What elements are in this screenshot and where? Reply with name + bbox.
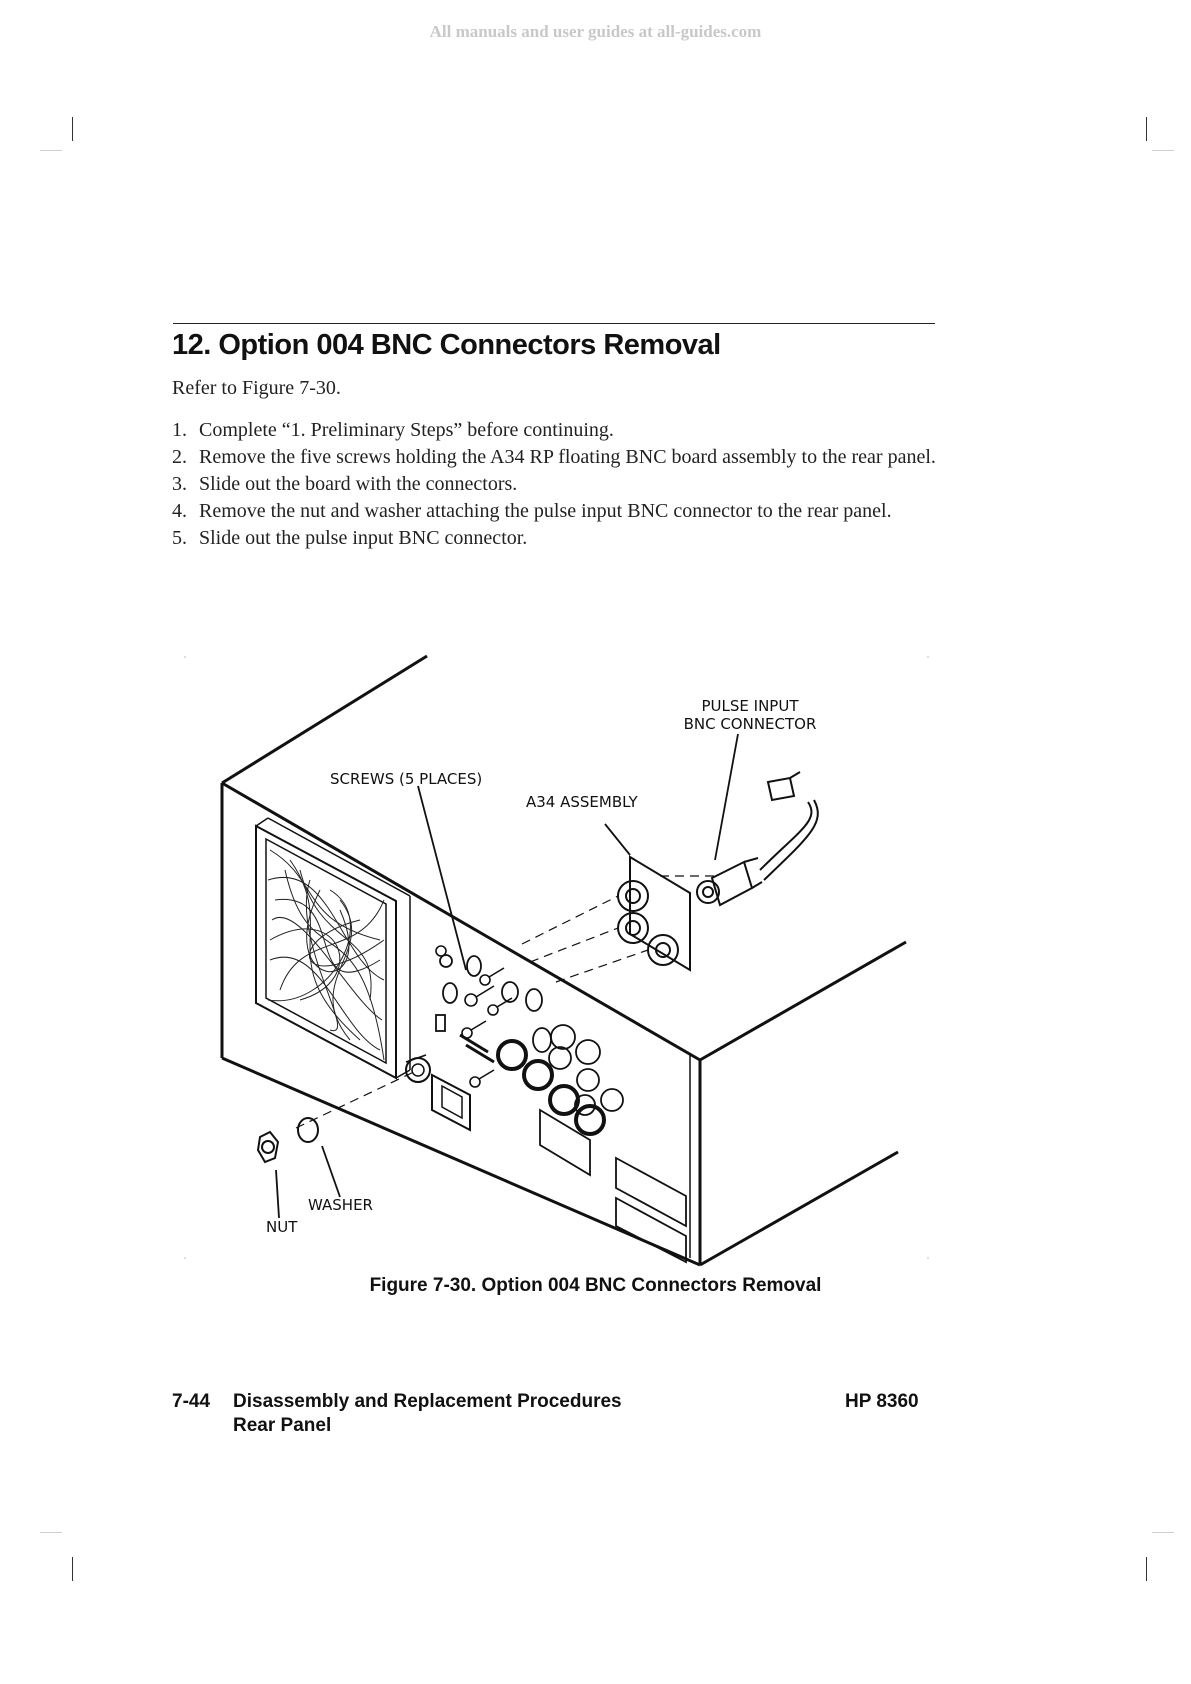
alignment-lines [295, 875, 715, 1129]
watermark: All manuals and user guides at all-guide… [429, 22, 762, 41]
crop-mark [1146, 1557, 1147, 1581]
crop-mark [1152, 150, 1174, 151]
crop-mark [1146, 117, 1147, 141]
footer-subsection: Rear Panel [233, 1415, 332, 1436]
crop-mark [72, 1557, 73, 1581]
figure-caption: Figure 7-30. Option 004 BNC Connectors R… [369, 1275, 822, 1296]
panel-connectors [435, 954, 687, 1264]
step-item: 1.Complete “1. Preliminary Steps” before… [172, 419, 614, 441]
step-list: 1.Complete “1. Preliminary Steps” before… [172, 417, 937, 552]
fan-grille [255, 817, 411, 1080]
callout-a34-assembly: A34 ASSEMBLY [526, 793, 638, 811]
footer-chapter-title: Disassembly and Replacement Procedures [233, 1391, 622, 1412]
pulse-input-bnc-connector [696, 771, 819, 907]
callout-washer: WASHER [308, 1196, 373, 1214]
footer-chapter: Disassembly and Replacement Procedures R… [233, 1391, 622, 1437]
callout-nut: NUT [266, 1218, 298, 1236]
nut-and-washer [256, 1117, 319, 1164]
footer-page-number: 7-44 [172, 1391, 211, 1412]
screws [435, 945, 513, 1088]
step-item: 5.Slide out the pulse input BNC connecto… [172, 527, 528, 549]
intro-text: Refer to Figure 7-30. [172, 377, 341, 399]
crop-mark [72, 117, 73, 141]
crop-mark [40, 150, 62, 151]
section-rule [173, 323, 935, 324]
footer-model: HP 8360 [845, 1391, 919, 1412]
step-item: 3.Slide out the board with the connector… [172, 473, 518, 495]
callout-pulse-input: PULSE INPUT BNC CONNECTOR [683, 697, 817, 733]
section-title: 12. Option 004 BNC Connectors Removal [172, 329, 721, 361]
a34-assembly-board [617, 855, 691, 972]
crop-mark [1152, 1532, 1174, 1533]
step-item: 4.Remove the nut and washer attaching th… [172, 500, 892, 522]
callout-screws: SCREWS (5 PLACES) [330, 770, 483, 788]
chassis-outline [220, 654, 907, 1267]
pulse-input-jack [405, 1054, 431, 1083]
crop-mark [40, 1532, 62, 1533]
step-item: 2.Remove the five screws holding the A34… [172, 446, 936, 468]
power-module [431, 1073, 471, 1132]
leader-lines [275, 733, 739, 1219]
